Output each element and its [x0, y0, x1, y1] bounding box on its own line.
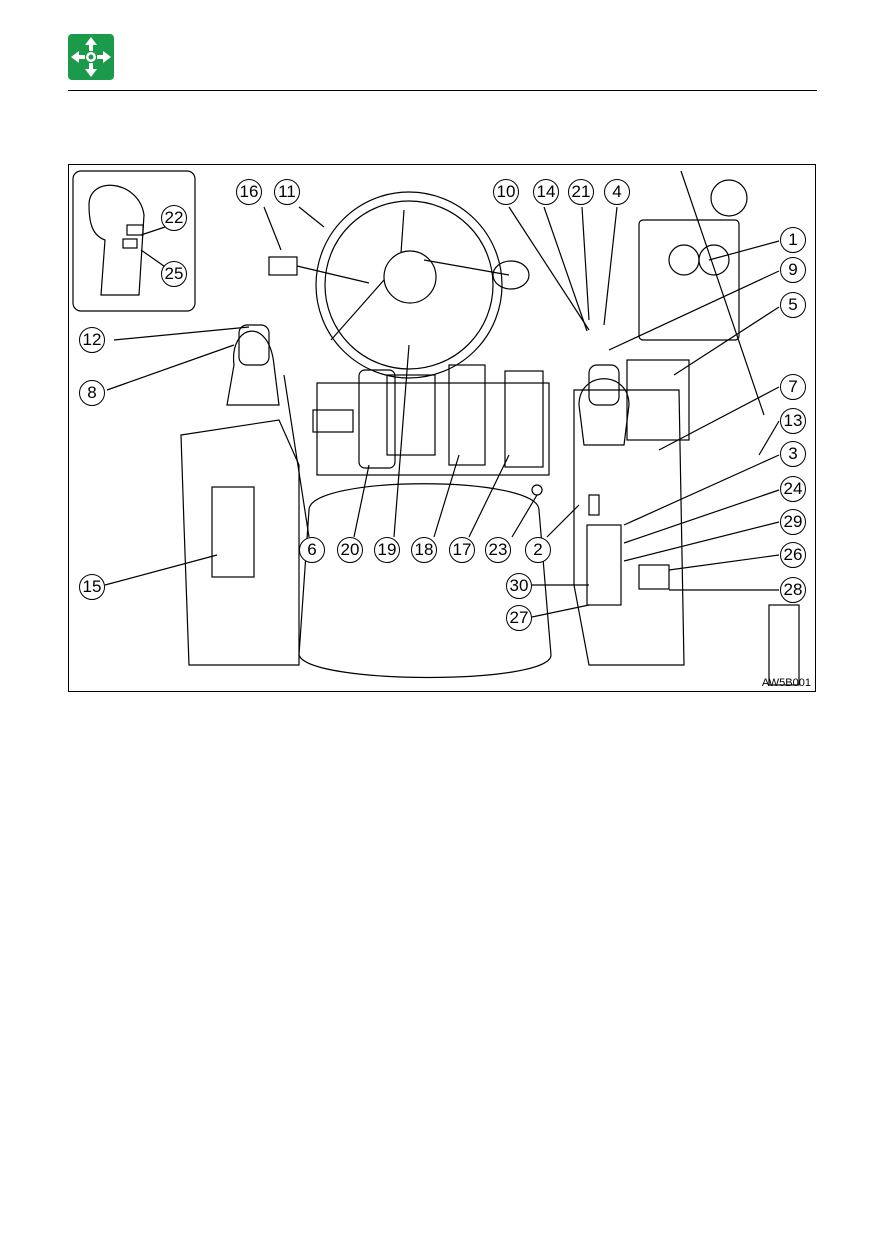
callout-14: 14 [533, 179, 559, 205]
callout-30: 30 [506, 573, 532, 599]
callout-18: 18 [411, 537, 437, 563]
callout-13: 13 [780, 408, 806, 434]
callout-15: 15 [79, 574, 105, 600]
callout-26: 26 [780, 542, 806, 568]
callout-6: 6 [299, 537, 325, 563]
callout-20: 20 [337, 537, 363, 563]
callout-11: 11 [274, 179, 300, 205]
callout-23: 23 [485, 537, 511, 563]
callout-1: 1 [780, 227, 806, 253]
callout-28: 28 [780, 577, 806, 603]
callout-27: 27 [506, 605, 532, 631]
figure-code: AW5B001 [762, 677, 811, 689]
callout-9: 9 [780, 257, 806, 283]
callout-5: 5 [780, 292, 806, 318]
callout-12: 12 [79, 327, 105, 353]
callout-7: 7 [780, 374, 806, 400]
callout-21: 21 [568, 179, 594, 205]
callout-8: 8 [79, 380, 105, 406]
callout-4: 4 [604, 179, 630, 205]
callout-22: 22 [161, 205, 187, 231]
header-rule [68, 90, 817, 91]
callout-19: 19 [374, 537, 400, 563]
callout-24: 24 [780, 476, 806, 502]
controls-directions-icon [68, 34, 114, 80]
callout-2: 2 [525, 537, 551, 563]
cab-controls-illustration [69, 165, 816, 692]
callout-16: 16 [236, 179, 262, 205]
cab-controls-figure: 16 11 10 14 21 4 1 9 5 7 13 3 24 29 26 2… [68, 164, 816, 692]
callout-25: 25 [161, 261, 187, 287]
callout-3: 3 [780, 441, 806, 467]
callout-17: 17 [449, 537, 475, 563]
callout-10: 10 [493, 179, 519, 205]
callout-29: 29 [780, 509, 806, 535]
